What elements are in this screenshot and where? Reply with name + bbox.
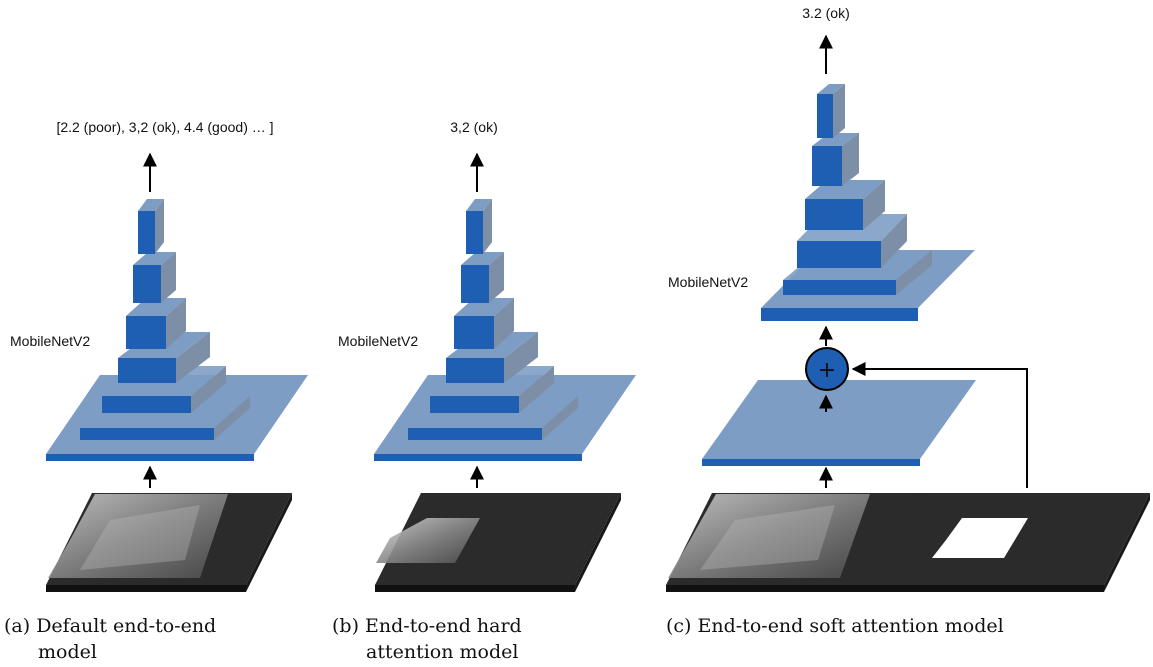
output-label: [2.2 (poor), 3,2 (ok), 4.4 (good) … ] [56,119,273,135]
panel-a: MobileNetV2 [2.2 (poor), 3,2 (ok), 4.4 (… [4,119,308,663]
network-label: MobileNetV2 [338,333,418,349]
input-ultrasound-image [46,493,292,592]
caption-line-1: (a) Default end-to-end [4,615,216,637]
attention-mask-image [875,493,1150,592]
output-label: 3.2 (ok) [802,5,849,21]
mobilenet-pyramid [46,199,308,461]
plus-symbol: + [818,358,836,383]
mobilenet-pyramid [761,84,975,321]
mask-arrow [851,362,1028,488]
panel-c: + MobileNetV2 3.2 (ok) (c) End-to-end s [666,5,1150,637]
caption-line-1: (b) End-to-end hard [332,615,522,637]
caption-line-2: model [38,641,97,663]
caption-line-1: (c) End-to-end soft attention model [666,615,1004,637]
caption-line-2: attention model [366,641,518,663]
output-label: 3,2 (ok) [450,119,497,135]
panel-b: MobileNetV2 3,2 (ok) (b) End-to-end hard… [332,119,636,663]
network-label: MobileNetV2 [10,333,90,349]
network-label: MobileNetV2 [668,274,748,290]
first-layer-plate [702,380,976,466]
input-masked-image [375,493,621,592]
mobilenet-pyramid [374,199,636,461]
combine-node: + [805,347,849,391]
